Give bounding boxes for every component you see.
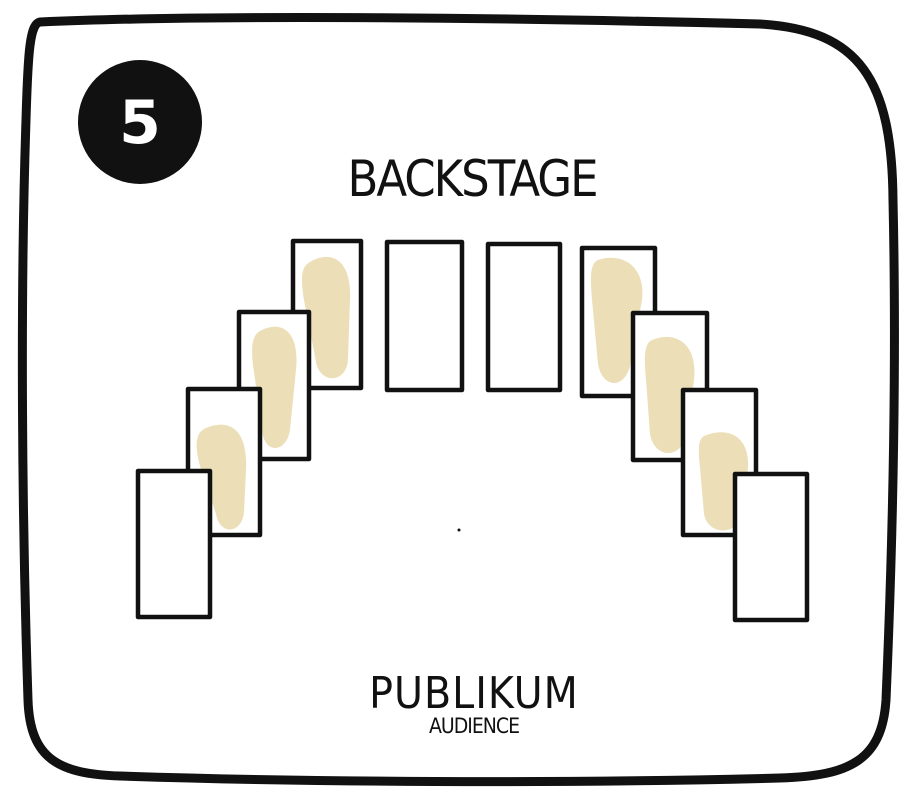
stage-center-dot (457, 528, 461, 532)
step-badge: 5 (78, 60, 202, 184)
audience-label: PUBLIKUM (369, 668, 579, 719)
backstage-label: BACKSTAGE (348, 150, 597, 208)
panel-left-1 (135, 468, 213, 620)
panel-left-3 (236, 309, 312, 462)
stage-panels (135, 238, 810, 623)
frame-border (17, 13, 899, 787)
panel-center-left (384, 239, 465, 393)
panel-right-1 (732, 471, 810, 623)
panel-center-right (485, 241, 563, 393)
step-number: 5 (119, 88, 161, 158)
audience-sublabel: AUDIENCE (429, 714, 519, 738)
panel-right-3 (630, 310, 710, 463)
